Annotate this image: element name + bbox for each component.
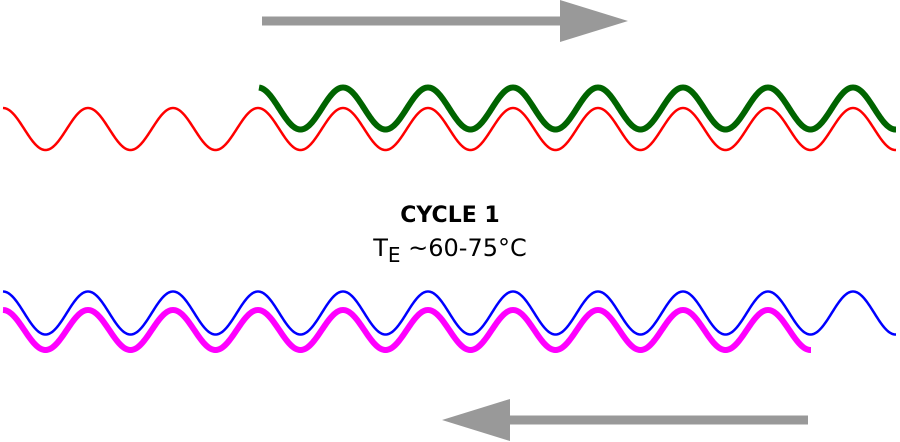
top-template-strand — [2, 106, 896, 152]
forward-direction-arrow — [262, 0, 628, 42]
bottom-template-strand — [2, 290, 896, 336]
temp-symbol: T — [373, 234, 388, 262]
temp-subscript: E — [387, 243, 401, 267]
bottom-extension-strand — [2, 306, 811, 353]
reverse-direction-arrow — [442, 399, 808, 441]
extension-temperature-label: TE ~60-75°C — [0, 234, 900, 267]
cycle-label: CYCLE 1 — [400, 203, 500, 228]
top-extension-strand — [258, 84, 896, 133]
temp-value: ~60-75°C — [400, 234, 527, 262]
